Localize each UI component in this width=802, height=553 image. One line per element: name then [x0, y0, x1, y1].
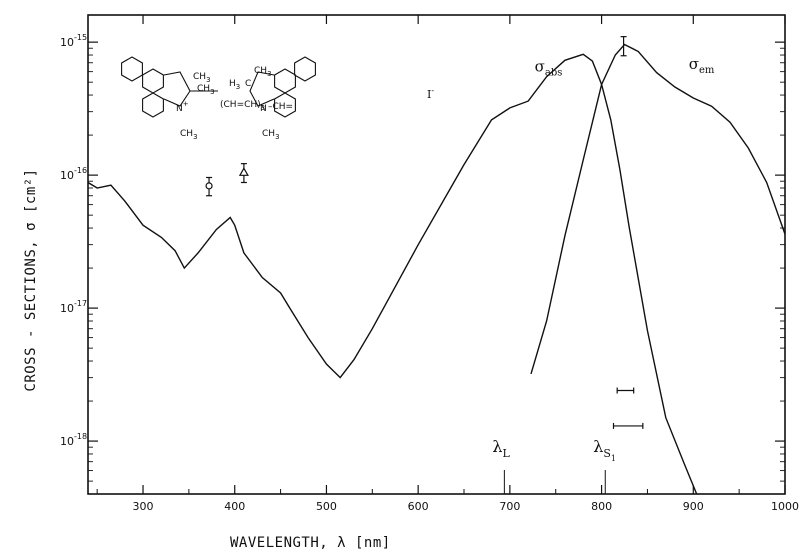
series-lines: σabs σem — [88, 43, 785, 494]
y-tick-label: 10-17 — [60, 299, 87, 315]
error-points — [205, 36, 644, 429]
data-point-triangle — [238, 167, 249, 176]
data-point-circle — [205, 182, 213, 190]
x-axis-title: WAVELENGTH, λ [nm] — [230, 535, 391, 551]
methyl-label: CH3 — [193, 72, 211, 84]
x-tick-label: 900 — [683, 500, 704, 513]
methyl-label: CH3 — [197, 84, 215, 96]
benzene-ring — [142, 92, 164, 118]
series-line-sigma-abs — [88, 53, 698, 494]
x-tick-label: 1000 — [771, 500, 799, 513]
x-tick-label: 600 — [408, 500, 429, 513]
y-ticks: 10-15 10-16 10-17 10-18 — [60, 33, 785, 495]
nitrogen-label: N — [260, 104, 267, 114]
x-tick-label: 800 — [591, 500, 612, 513]
iodide-label: I- — [427, 86, 434, 101]
benzene-ring — [274, 68, 296, 94]
benzene-ring — [274, 92, 296, 118]
methyl-carbon-label: C — [245, 79, 251, 89]
series-label-sigma-em: σem — [689, 55, 715, 76]
polymethine-chain-label: (CH=CH)3 — [220, 100, 265, 112]
wavelength-markers: λL λS1 — [492, 437, 616, 494]
benzene-ring — [121, 56, 143, 82]
plot-frame — [87, 14, 786, 495]
benzene-ring — [294, 56, 316, 82]
x-tick-label: 500 — [316, 500, 337, 513]
series-line-sigma-em — [530, 43, 785, 375]
x-tick-label: 400 — [224, 500, 245, 513]
y-axis-title: CROSS - SECTIONS, σ [cm²] — [23, 168, 39, 391]
nitrogen-plus-label: N+ — [176, 100, 189, 114]
methyl-label: CH3 — [180, 129, 198, 141]
marker-label: λS1 — [593, 437, 616, 463]
methyl-label: CH3 — [262, 129, 280, 141]
series-label-sigma-abs: σabs — [535, 58, 563, 79]
y-tick-label: 10-18 — [60, 432, 87, 448]
methyl-label-h3c: H3 — [229, 79, 240, 91]
chain-end-label: –CH= — [268, 102, 293, 112]
indole-ring — [249, 71, 275, 107]
marker-label: λL — [492, 437, 510, 460]
x-tick-label: 700 — [499, 500, 520, 513]
y-tick-label: 10-15 — [60, 33, 87, 49]
plot-border — [87, 14, 786, 495]
x-tick-label: 300 — [133, 500, 154, 513]
y-tick-label: 10-16 — [60, 166, 87, 182]
benzene-ring — [142, 68, 164, 94]
